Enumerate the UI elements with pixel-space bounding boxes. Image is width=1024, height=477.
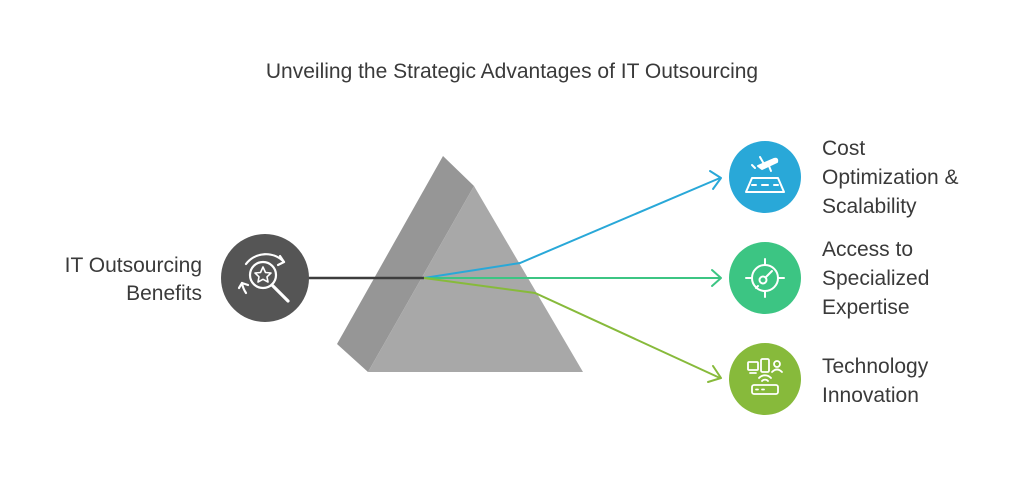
prism-side-face — [337, 156, 474, 372]
source-label: IT Outsourcing Benefits — [65, 252, 202, 308]
output-node-expertise — [729, 242, 801, 314]
beam-cost-line — [423, 177, 721, 279]
expertise-label: Access to Specialized Expertise — [822, 235, 929, 322]
output-node-innovation — [729, 343, 801, 415]
source-label-line-1: IT Outsourcing — [64, 254, 202, 277]
prism — [337, 156, 583, 372]
source-circle — [221, 234, 309, 322]
cost-label-line-2: Optimization & — [822, 166, 959, 189]
star-magnifier-icon — [237, 253, 290, 303]
target-dial-icon — [745, 258, 785, 298]
output-node-cost — [729, 141, 801, 213]
devices-router-icon — [747, 358, 783, 395]
beam-innovation-arrowhead — [707, 365, 722, 383]
beam-innovation-line — [423, 277, 721, 379]
cost-label-line-1: Cost — [822, 137, 866, 160]
page-title: Unveiling the Strategic Advantages of IT… — [265, 60, 759, 83]
expertise-label-line-1: Access to — [822, 238, 914, 261]
beam-cost — [423, 170, 722, 279]
expertise-label-line-2: Specialized — [822, 267, 930, 290]
innovation-label: Technology Innovation — [822, 352, 928, 410]
beam-expertise-arrowhead — [711, 269, 722, 287]
innovation-label-line-2: Innovation — [822, 384, 919, 407]
source-label-line-2: Benefits — [126, 282, 202, 305]
cost-label: Cost Optimization & Scalability — [822, 134, 959, 221]
innovation-label-line-1: Technology — [822, 355, 929, 378]
beam-cost-arrowhead — [709, 170, 722, 190]
source-node — [221, 234, 309, 322]
beam-expertise — [424, 269, 722, 287]
plane-runway-icon — [745, 156, 785, 193]
expertise-label-line-3: Expertise — [822, 296, 910, 319]
beam-innovation — [423, 277, 722, 383]
cost-label-line-3: Scalability — [822, 195, 917, 218]
